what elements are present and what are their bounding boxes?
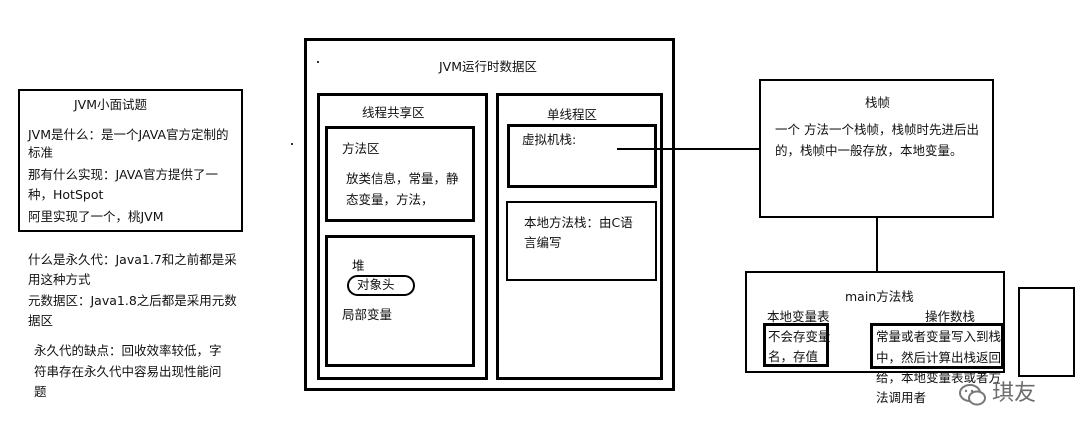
shared-title: 线程共享区 xyxy=(362,105,425,120)
interview-line: 标准 xyxy=(28,145,54,160)
jvm-runtime-area: JVM运行时数据区 线程共享区 方法区 放类信息，常量，静 态变量，方法， 堆 … xyxy=(304,38,675,391)
vm-stack-label: 虚拟机栈: xyxy=(522,132,577,147)
interview-line: 种，HotSpot xyxy=(28,187,104,202)
local-var-table-line: 名，存值 xyxy=(768,349,819,364)
main-stack-title: main方法栈 xyxy=(845,289,914,304)
method-area-line: 态变量，方法， xyxy=(346,192,434,207)
stack-frame-line: 一个 方法一个栈帧，栈帧时先进后出 xyxy=(775,122,979,137)
stack-frame-title: 栈帧 xyxy=(865,95,891,110)
interview-title: JVM小面试题 xyxy=(74,97,148,112)
operand-stack-title: 操作数栈 xyxy=(925,309,976,324)
shared-area: 线程共享区 方法区 放类信息，常量，静 态变量，方法， 堆 对象头 局部变量 xyxy=(317,93,488,380)
local-var-table-title: 本地变量表 xyxy=(767,309,830,324)
single-thread-area: 单线程区 虚拟机栈: 本地方法栈：由C语 言编写 xyxy=(496,93,663,380)
operand-stack-line: 中，然后计算出栈返回 xyxy=(876,350,1002,365)
drawback-note-line: 题 xyxy=(34,384,47,399)
connector-vmstack-to-frame xyxy=(617,148,761,150)
empty-box xyxy=(1018,287,1075,377)
object-header-oval xyxy=(347,275,415,296)
interview-line: 那有什么实现：JAVA官方提供了一 xyxy=(28,167,219,182)
native-stack-line: 言编写 xyxy=(524,235,562,250)
operand-stack-line: 常量或者变量写入到栈 xyxy=(876,329,1002,344)
perm-note-line: 什么是永久代：Java1.7和之前都是采 xyxy=(28,252,237,267)
wechat-icon xyxy=(958,382,988,408)
local-variable-label: 局部变量 xyxy=(342,307,393,322)
stack-frame-line: 的，栈帧中一般存放，本地变量。 xyxy=(775,143,963,158)
operand-stack-line: 给，本地变量表或者方 xyxy=(876,370,1002,385)
operand-stack-line: 法调用者 xyxy=(876,390,927,405)
local-var-table-box: 不会存变量 名，存值 xyxy=(763,323,831,367)
stray-dot xyxy=(317,61,319,63)
local-var-table-line: 不会存变量 xyxy=(768,329,831,344)
heap-area: 堆 对象头 局部变量 xyxy=(325,235,475,367)
drawback-note-line: 符串存在永久代中容易出现性能问 xyxy=(34,364,222,379)
connector-frame-to-main xyxy=(876,216,878,272)
perm-note-line: 元数据区：Java1.8之后都是采用元数 xyxy=(28,293,237,308)
method-area: 方法区 放类信息，常量，静 态变量，方法， xyxy=(325,126,475,222)
perm-note-line: 用这种方式 xyxy=(28,272,91,287)
method-area-title: 方法区 xyxy=(342,141,380,156)
vm-stack-box: 虚拟机栈: xyxy=(507,124,657,188)
interview-line: 阿里实现了一个，桃JVM xyxy=(28,209,164,224)
operand-stack-box: 常量或者变量写入到栈 中，然后计算出栈返回 xyxy=(870,323,1004,369)
native-stack-box: 本地方法栈：由C语 言编写 xyxy=(506,201,657,281)
stack-frame-box: 栈帧 一个 方法一个栈帧，栈帧时先进后出 的，栈帧中一般存放，本地变量。 xyxy=(759,79,994,218)
method-area-line: 放类信息，常量，静 xyxy=(346,171,459,186)
perm-note-line: 据区 xyxy=(28,313,54,328)
object-header-label: 对象头 xyxy=(357,277,395,292)
single-thread-title: 单线程区 xyxy=(547,107,598,122)
heap-title: 堆 xyxy=(352,258,365,273)
drawback-note-line: 永久代的缺点：回收效率较低，字 xyxy=(34,343,222,358)
stray-dot xyxy=(291,143,293,145)
jvm-title: JVM运行时数据区 xyxy=(439,59,538,74)
interview-box: JVM小面试题 JVM是什么：是一个JAVA官方定制的 标准 那有什么实现：JA… xyxy=(18,89,243,232)
native-stack-line: 本地方法栈：由C语 xyxy=(524,215,633,230)
interview-line: JVM是什么：是一个JAVA官方定制的 xyxy=(28,127,229,142)
watermark-text: 琪友 xyxy=(992,381,1037,406)
